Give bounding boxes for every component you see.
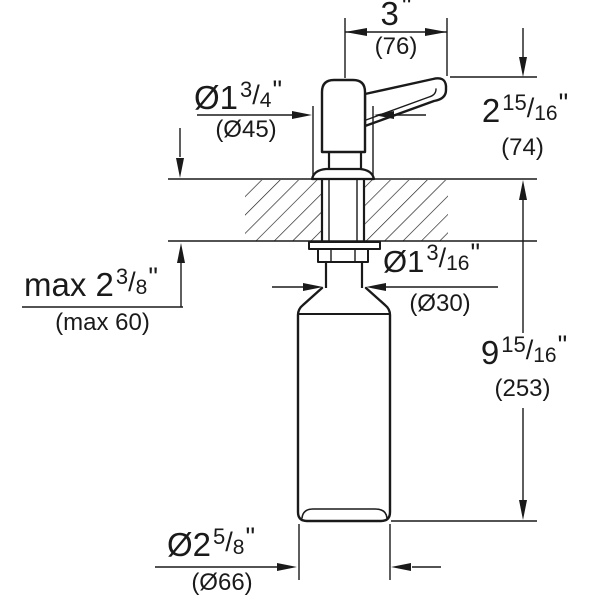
fraction-denominator: 4 (259, 89, 272, 112)
dim-metric-height-above-deck: (74) (501, 134, 544, 161)
dim-value: 3 (380, 0, 399, 32)
fraction-numerator: 3 (240, 77, 253, 102)
washer (308, 241, 381, 250)
dim-label-height-above-deck: 215/16" (450, 90, 600, 129)
dim-label-max-deck-thickness: max 23/8" (24, 264, 158, 303)
bottle (296, 286, 392, 523)
fraction-denominator: 8 (232, 536, 245, 559)
fraction-numerator: 3 (115, 264, 129, 289)
arrow-down-icon (176, 158, 184, 178)
shank-through-deck (320, 177, 366, 244)
dim-metric-depth-below-deck: (253) (494, 375, 551, 402)
arrow-left-icon (345, 28, 367, 36)
arrow-left-icon (374, 111, 394, 119)
spout (363, 77, 448, 128)
inch-mark: " (148, 262, 158, 292)
fraction-slash: / (128, 267, 136, 297)
dim-shank-diameter (272, 283, 498, 291)
spout-inner-line (365, 88, 437, 121)
arrow-right-icon (425, 28, 447, 36)
fraction-numerator: 5 (213, 524, 226, 549)
dim-label-depth-below-deck: 915/16" (450, 332, 598, 371)
arrow-left-icon (391, 563, 411, 571)
fraction-numerator: 15 (502, 90, 527, 115)
dim-pump-diameter (197, 106, 426, 178)
bottle-base-inner-line (301, 508, 388, 519)
dim-metric-max-deck-thickness: (max 60) (55, 309, 150, 336)
dim-metric-shank-diameter: (Ø30) (409, 290, 471, 317)
arrow-right-icon (292, 111, 312, 119)
inch-mark: " (401, 0, 412, 21)
arrow-up-icon (177, 243, 185, 263)
dim-deck-thickness (22, 128, 185, 308)
fraction-denominator: 8 (135, 276, 148, 299)
fraction-denominator: 16 (534, 102, 558, 125)
arrow-down-icon (519, 57, 527, 77)
arrow-up-icon (519, 180, 527, 200)
dim-value: Ø1 (194, 79, 239, 116)
dim-metric-spout-reach: (76) (374, 33, 418, 60)
fraction-slash: / (252, 80, 260, 110)
fraction-slash: / (225, 527, 233, 557)
arrow-down-icon (519, 500, 527, 520)
countertop-section (168, 178, 537, 242)
inch-mark: " (558, 88, 569, 118)
pump-head (320, 78, 367, 154)
dim-value: 9 (480, 334, 500, 371)
arrow-left-icon (366, 283, 386, 291)
dim-bottle-diameter (155, 524, 441, 580)
fraction-numerator: 15 (501, 332, 526, 357)
dim-value: max 2 (24, 266, 114, 303)
inch-mark: " (557, 330, 568, 360)
dim-value: 2 (481, 92, 501, 129)
dimension-lines (22, 18, 537, 580)
dim-metric-bottle-diameter: (Ø66) (191, 569, 253, 596)
arrow-right-icon (303, 283, 323, 291)
escutcheon-flange (310, 167, 376, 181)
inch-mark: " (470, 238, 481, 268)
dim-label-bottle-diameter: Ø25/8" (167, 524, 255, 563)
inch-mark: " (272, 75, 283, 105)
dim-label-spout-reach: 3" (345, 0, 447, 30)
dim-spout-reach (344, 18, 448, 78)
fraction-numerator: 3 (426, 240, 439, 265)
dim-value: Ø1 (383, 244, 425, 279)
dim-heights (391, 28, 537, 522)
hatch-right (364, 180, 448, 241)
fraction-slash: / (526, 93, 535, 123)
fraction-denominator: 16 (446, 252, 470, 275)
dim-metric-pump-diameter: (Ø45) (215, 116, 277, 143)
dim-label-pump-diameter: Ø13/4" (194, 77, 282, 116)
fraction-denominator: 16 (533, 344, 557, 367)
mounting-nut (317, 248, 369, 263)
fraction-slash: / (438, 243, 447, 273)
dim-label-shank-diameter: Ø13/16" (383, 240, 480, 279)
soap-dispenser (296, 77, 448, 523)
inch-mark: " (245, 522, 256, 552)
dim-value: Ø2 (167, 526, 212, 563)
fraction-slash: / (525, 335, 534, 365)
hatch-left (245, 180, 322, 241)
arrow-right-icon (277, 563, 297, 571)
